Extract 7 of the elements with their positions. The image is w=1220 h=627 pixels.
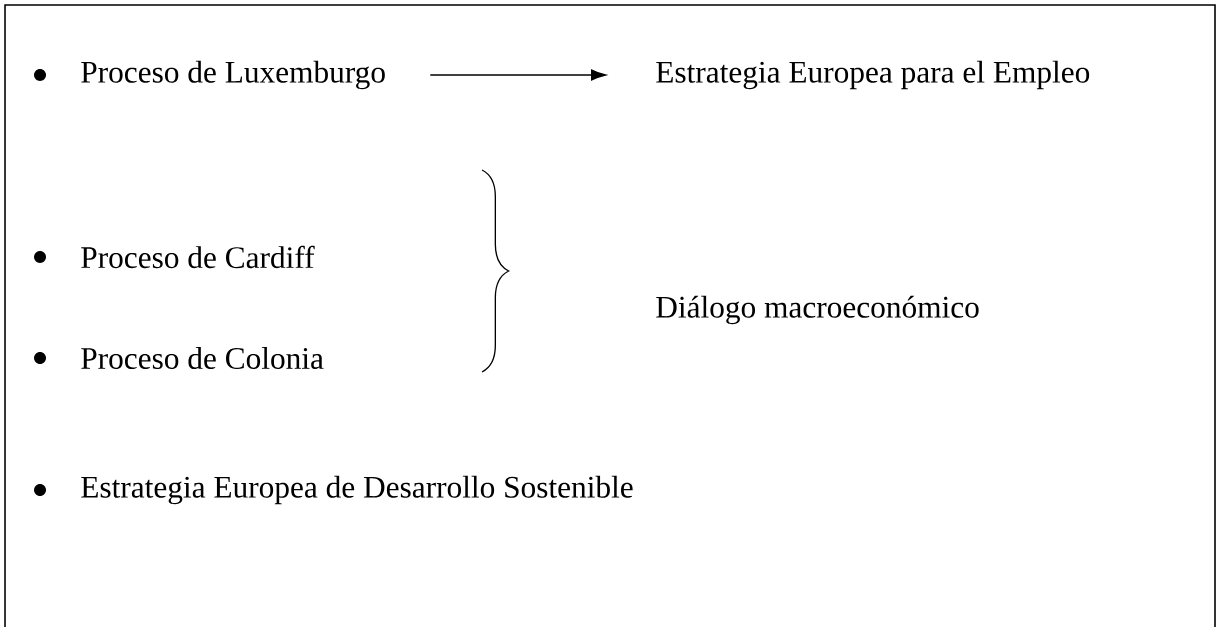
- bullet-text: Proceso de Cardiff: [81, 245, 315, 269]
- bullet-text: Proceso de Colonia: [81, 347, 324, 369]
- arrow: [429, 69, 607, 81]
- bullet-text: Estrategia Europea de Desarrollo Sostenible: [81, 475, 633, 505]
- summary-text: Diálogo macroeconómico: [656, 295, 979, 325]
- process-label: Estrategia Europea para el Empleo: [656, 60, 1090, 90]
- process-label: Proceso de Luxemburgo: [81, 60, 385, 90]
